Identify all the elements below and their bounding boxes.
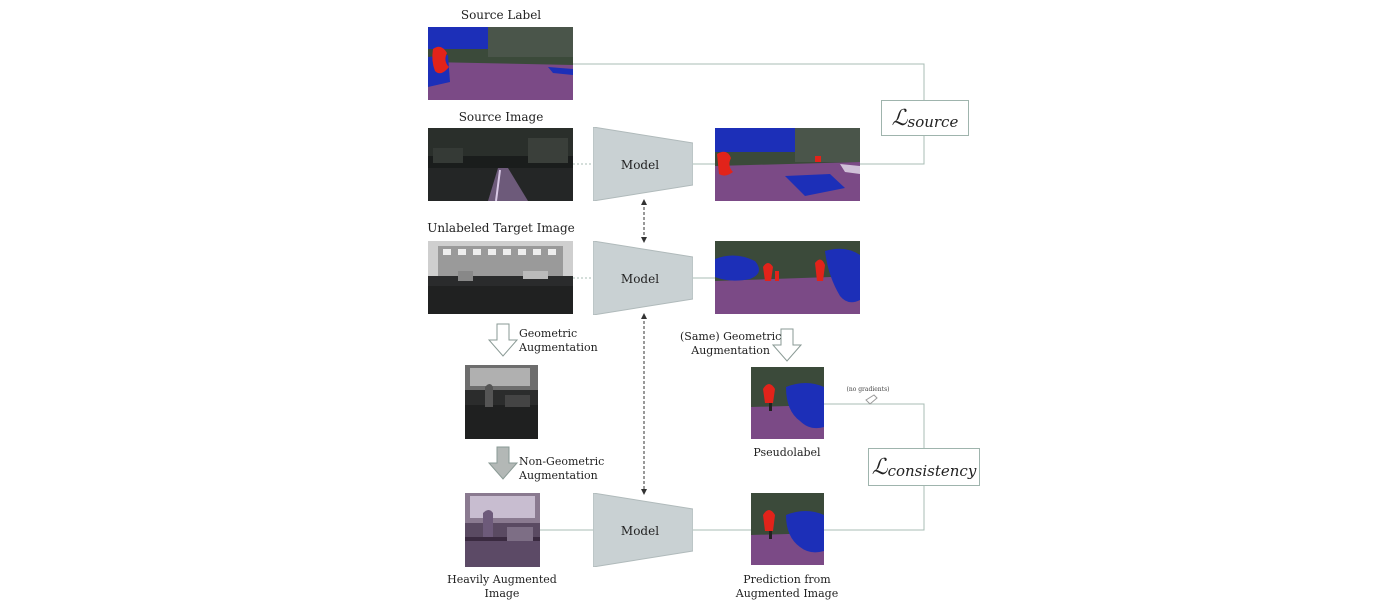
heavily-augmented-line2: Image [484,587,520,600]
loss-source-symbol: ℒ [891,105,908,131]
heavily-augmented-line1: Heavily Augmented [447,573,557,586]
no-gradients-note: (no gradients) [846,386,890,393]
geometric-aug-line1: Geometric [519,327,578,340]
same-geometric-aug-line2: Augmentation [691,344,770,357]
model-label: Model [621,272,659,286]
model-label: Model [621,524,659,538]
model-block-augmented: Model [592,492,694,568]
prediction-aug-line1: Prediction from [743,573,831,586]
loss-consistency-symbol: ℒ [871,454,888,480]
loss-source-subscript: source [907,113,959,131]
source-prediction-image [715,128,860,201]
non-geometric-aug-line2: Augmentation [519,469,598,482]
prediction-aug-line2: Augmented Image [735,587,839,600]
source-image-caption: Source Image [458,110,544,124]
source-label-image [428,27,573,100]
target-prediction-image [715,241,860,314]
heavily-augmented-image [465,493,540,567]
loss-consistency-subscript: consistency [887,462,977,480]
model-label: Model [621,158,659,172]
geometric-aug-line2: Augmentation [519,341,598,354]
model-block-source: Model [592,126,694,202]
prediction-augmented-image [751,493,824,565]
source-image [428,128,573,201]
non-geometric-aug-line1: Non-Geometric [519,455,605,468]
source-label-caption: Source Label [460,8,542,22]
pseudolabel-image [751,367,824,439]
unlabeled-target-caption: Unlabeled Target Image [427,221,575,235]
same-geometric-aug-line1: (Same) Geometric [680,330,782,343]
unlabeled-target-image [428,241,573,314]
geometric-augmented-image [465,365,538,439]
model-block-target: Model [592,240,694,316]
pseudolabel-caption: Pseudolabel [753,446,821,459]
